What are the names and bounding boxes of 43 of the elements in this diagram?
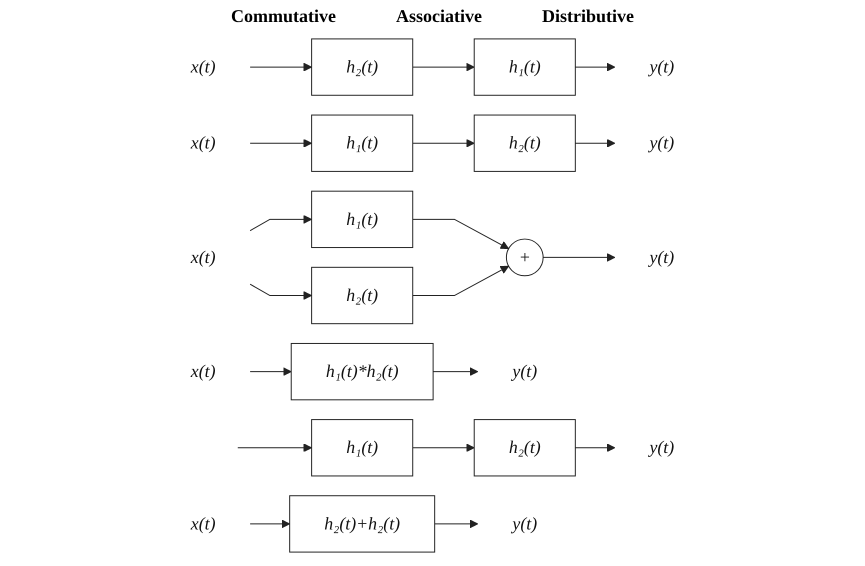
arrow	[542, 253, 616, 262]
section-heading: Distributive	[542, 6, 634, 27]
node-text: y(t)	[649, 247, 674, 267]
arrow	[412, 443, 475, 452]
section-heading: Associative	[396, 6, 482, 27]
arrow	[250, 215, 312, 232]
node-text: x(t)	[190, 361, 216, 382]
section-heading: Commutative	[231, 6, 336, 27]
node-box: h₂(t)	[311, 266, 414, 324]
arrow	[412, 62, 475, 72]
arrow	[250, 367, 292, 376]
node-text: y(t)	[649, 132, 674, 153]
arrow	[237, 443, 312, 452]
arrow	[412, 266, 510, 296]
arrow	[574, 62, 616, 72]
arrow	[412, 218, 510, 250]
node-box: h₂(t)	[474, 114, 576, 172]
node-text: x(t)	[190, 132, 216, 153]
node-box: h₂(t)+h₂(t)	[289, 495, 436, 553]
node-box: h₁(t)	[311, 190, 414, 248]
node-box: h₂(t)	[311, 38, 414, 96]
node-box: h₁(t)	[311, 419, 414, 476]
node-text: y(t)	[649, 437, 674, 458]
node-text: y(t)	[512, 514, 538, 534]
arrow	[432, 367, 478, 376]
node-box: h₁(t)	[311, 114, 414, 172]
arrow	[434, 520, 478, 528]
arrow	[250, 138, 312, 148]
node-text: x(t)	[190, 56, 216, 76]
arrow	[250, 520, 290, 528]
node-text: x(t)	[190, 247, 216, 267]
node-text: y(t)	[512, 361, 538, 382]
arrow	[250, 62, 312, 72]
node-text: y(t)	[649, 56, 674, 76]
arrow	[574, 138, 616, 148]
node-box: h₁(t)	[474, 38, 576, 96]
arrow	[250, 284, 312, 300]
arrow	[412, 138, 475, 148]
node-box: h₁(t)*h₂(t)	[290, 342, 434, 400]
node-text: x(t)	[190, 514, 216, 534]
node-circle: +	[506, 238, 544, 276]
arrow	[574, 443, 616, 452]
node-box: h₂(t)	[474, 419, 576, 476]
